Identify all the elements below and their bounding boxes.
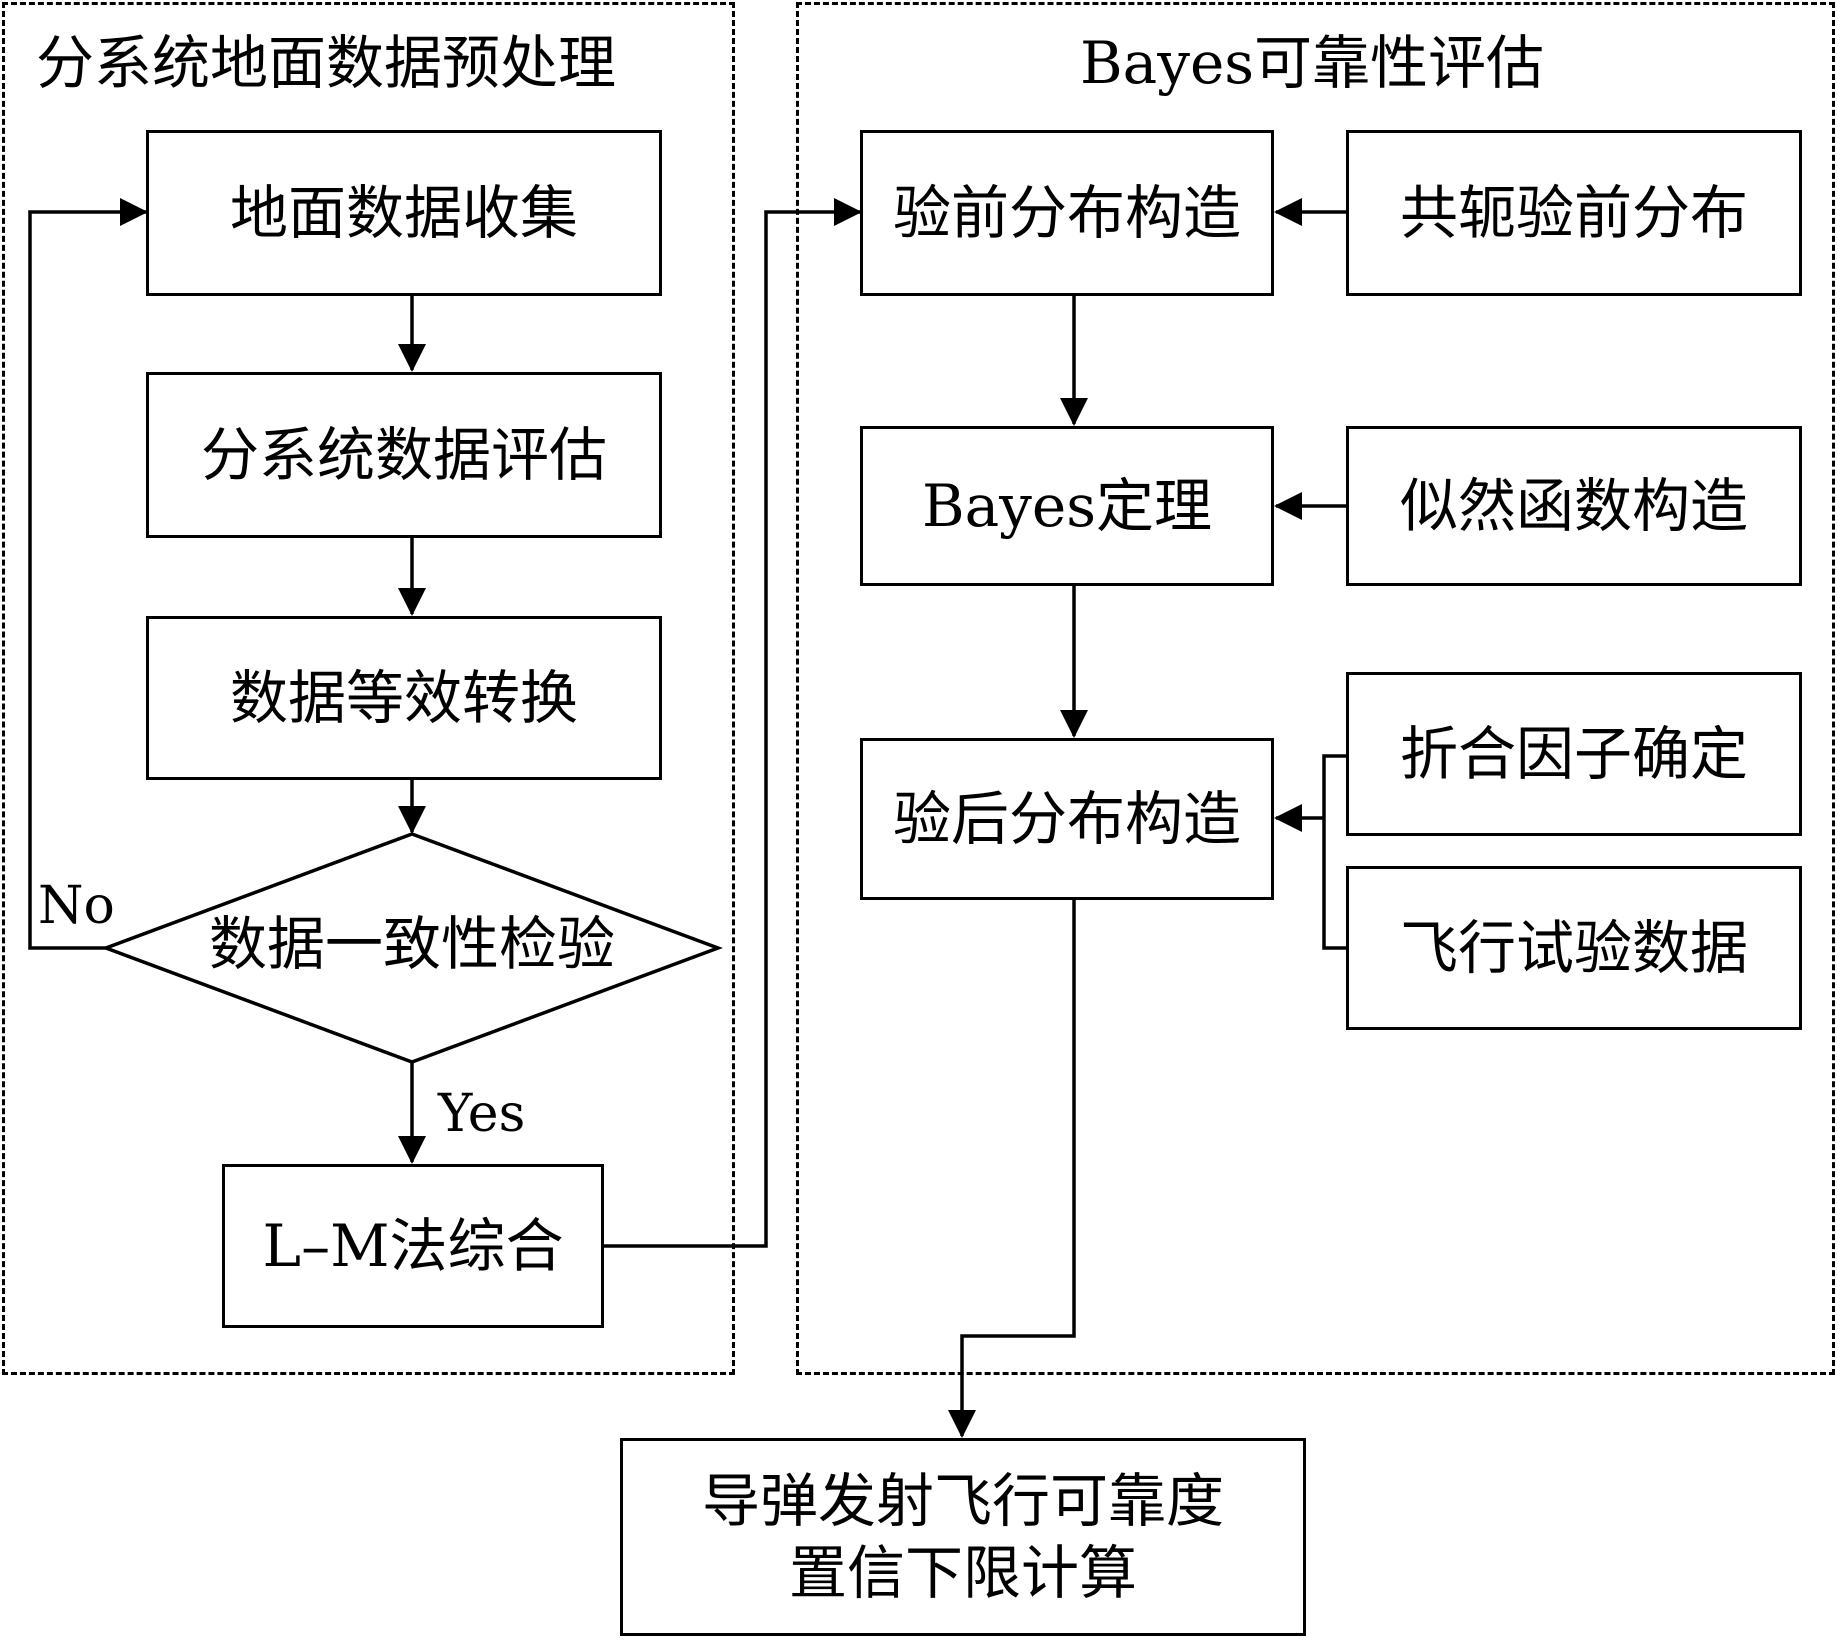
arrowhead-no-loop-back — [120, 198, 148, 226]
conjugate-prior-box: 共轭验前分布 — [1346, 130, 1802, 296]
bayes-theorem-box: Bayes定理 — [860, 426, 1274, 586]
yes-branch-label: Yes — [438, 1084, 526, 1144]
arrowhead-bayes-to-posterior — [1060, 710, 1088, 738]
arrowhead-posterior-to-final — [948, 1410, 976, 1438]
arrowhead-collect-to-evaluate — [398, 344, 426, 372]
flight-test-data-box: 飞行试验数据 — [1346, 866, 1802, 1030]
no-branch-label: No — [38, 876, 115, 936]
arrowhead-conjugate-to-prior — [1274, 198, 1302, 226]
ground-preprocessing-title: 分系统地面数据预处理 — [36, 29, 617, 97]
discount-factor-box: 折合因子确定 — [1346, 672, 1802, 836]
ground-preprocessing-group — [2, 2, 735, 1375]
lm-synthesis-box: L–M法综合 — [222, 1164, 604, 1328]
ground-data-collection-box: 地面数据收集 — [146, 130, 662, 296]
bayes-evaluation-title: Bayes可靠性评估 — [1080, 29, 1545, 97]
final-box-line-2: 置信下限计算 — [788, 1539, 1137, 1607]
arrow-posterior-to-final — [960, 900, 1076, 1436]
subsystem-data-evaluation-box: 分系统数据评估 — [146, 372, 662, 538]
arrowhead-convert-to-check — [398, 806, 426, 834]
arrowhead-synthesize-to-prior — [834, 198, 862, 226]
reliability-lower-bound-box: 导弹发射飞行可靠度 置信下限计算 — [620, 1438, 1306, 1636]
arrowhead-evaluate-to-convert — [398, 588, 426, 616]
bracket-discount-flight — [1322, 754, 1346, 950]
arrowhead-yes-to-synthesize — [398, 1136, 426, 1164]
arrow-no-loop-back — [28, 210, 146, 950]
data-equivalent-conversion-box: 数据等效转换 — [146, 616, 662, 780]
arrow-synthesize-to-prior — [604, 210, 860, 1248]
prior-distribution-box: 验前分布构造 — [860, 130, 1274, 296]
arrowhead-bracket-to-posterior — [1274, 804, 1302, 832]
arrowhead-likelihood-to-bayes — [1274, 492, 1302, 520]
likelihood-function-box: 似然函数构造 — [1346, 426, 1802, 586]
arrowhead-prior-to-bayes — [1060, 398, 1088, 426]
final-box-line-1: 导弹发射飞行可靠度 — [701, 1466, 1224, 1535]
bayes-evaluation-group — [796, 2, 1835, 1375]
data-consistency-check-label: 数据一致性检验 — [208, 910, 616, 978]
posterior-distribution-box: 验后分布构造 — [860, 738, 1274, 900]
